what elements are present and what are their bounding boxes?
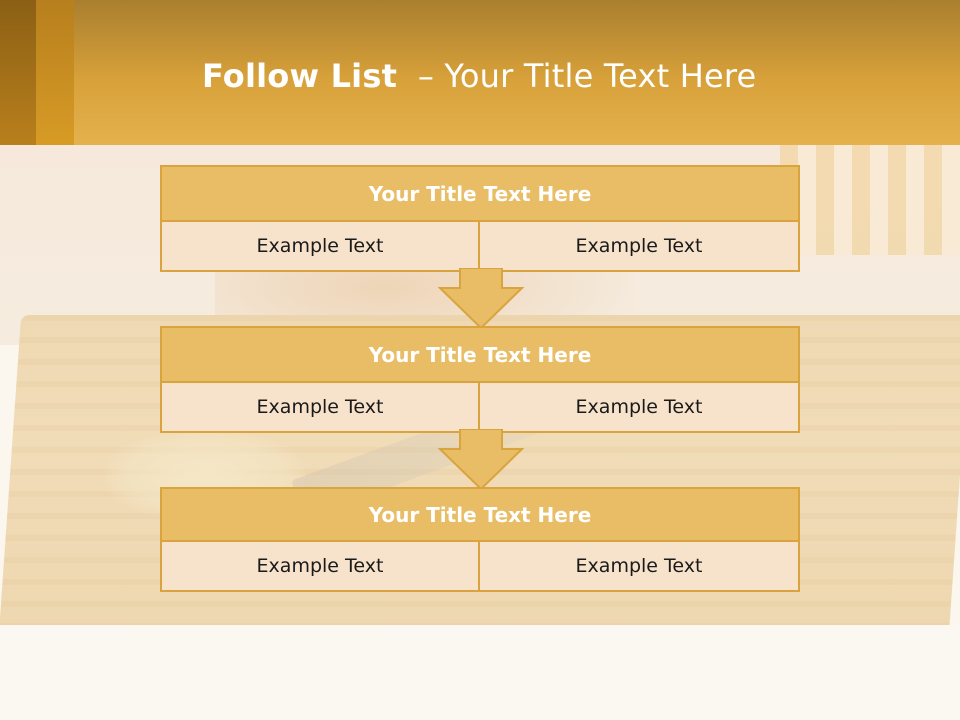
block-cell-right: Example Text <box>480 383 800 433</box>
block-row: Example Text Example Text <box>160 383 800 433</box>
slide-title: Follow List – Your Title Text Here <box>202 56 756 96</box>
block-cell-left: Example Text <box>160 222 480 272</box>
block-title: Your Title Text Here <box>160 487 800 542</box>
header-accent-stripe <box>0 0 36 145</box>
block-title: Your Title Text Here <box>160 165 800 222</box>
block-cell-left: Example Text <box>160 383 480 433</box>
title-bold-part: Follow List <box>202 57 398 95</box>
table-surface <box>0 625 960 720</box>
down-arrow-icon <box>438 268 524 330</box>
block-title: Your Title Text Here <box>160 326 800 383</box>
list-block-2: Your Title Text Here Example Text Exampl… <box>160 326 800 433</box>
down-arrow-icon <box>438 429 524 491</box>
header-band: Follow List – Your Title Text Here <box>0 0 960 145</box>
block-row: Example Text Example Text <box>160 542 800 592</box>
list-block-1: Your Title Text Here Example Text Exampl… <box>160 165 800 272</box>
list-block-3: Your Title Text Here Example Text Exampl… <box>160 487 800 592</box>
block-cell-left: Example Text <box>160 542 480 592</box>
title-rest-part: – Your Title Text Here <box>397 57 757 95</box>
header-accent-stripe <box>36 0 74 145</box>
block-row: Example Text Example Text <box>160 222 800 272</box>
block-cell-right: Example Text <box>480 222 800 272</box>
background-cloth <box>780 145 960 255</box>
block-cell-right: Example Text <box>480 542 800 592</box>
